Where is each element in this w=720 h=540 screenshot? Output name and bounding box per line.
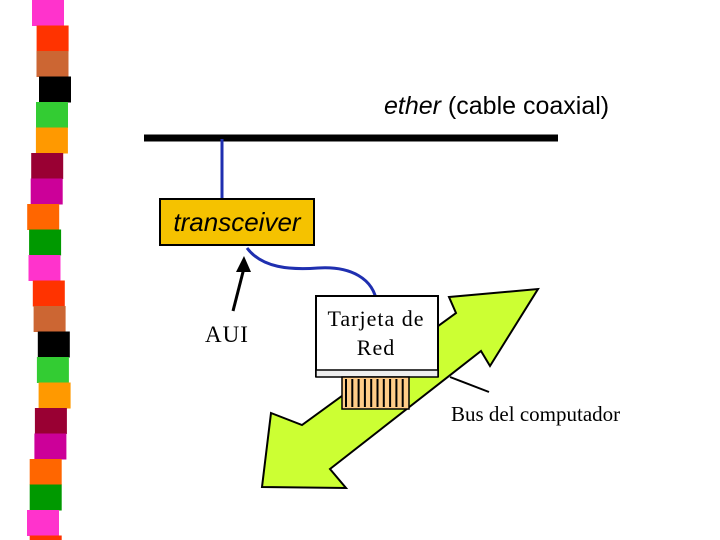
decorative-sidebar — [27, 0, 71, 540]
sidebar-stripe — [32, 280, 65, 307]
bus-label: Bus del computador — [451, 402, 621, 426]
sidebar-stripe — [39, 76, 71, 103]
sidebar-stripe — [32, 0, 64, 26]
sidebar-stripe — [29, 535, 62, 540]
sidebar-stripe — [29, 459, 62, 485]
aui-cable — [245, 247, 379, 305]
sidebar-stripe — [33, 306, 66, 332]
sidebar-stripe — [28, 255, 61, 281]
sidebar-stripe — [31, 153, 64, 179]
card-edge-connector — [341, 376, 410, 410]
sidebar-stripe — [36, 102, 68, 128]
sidebar-stripe — [29, 229, 62, 256]
sidebar-stripe — [34, 408, 67, 434]
ether-label-italic: ether — [384, 92, 441, 120]
network-card-shadow-edge — [315, 369, 439, 378]
sidebar-stripe — [36, 357, 69, 383]
sidebar-stripe — [36, 51, 69, 77]
aui-pointer-arrow — [231, 267, 246, 312]
aui-arrowhead — [236, 256, 251, 272]
network-card-label-line2: Red — [356, 335, 396, 360]
sidebar-stripe — [37, 331, 70, 358]
bus-pointer-line — [449, 376, 490, 393]
sidebar-stripe — [27, 204, 60, 230]
sidebar-stripe — [29, 484, 62, 511]
ether-label-rest: (cable coaxial) — [440, 92, 610, 120]
sidebar-stripe — [27, 510, 59, 536]
transceiver-box — [159, 198, 315, 246]
sidebar-stripe — [36, 25, 69, 52]
transceiver-label: transceiver — [173, 207, 301, 237]
sidebar-stripe — [30, 178, 63, 205]
sidebar-stripe — [38, 382, 71, 409]
sidebar-stripe — [34, 433, 67, 460]
network-card-label-line1: Tarjeta de — [327, 306, 425, 331]
network-card-label: Tarjeta de Red — [316, 304, 436, 362]
ether-label: ether (cable coaxial) — [384, 92, 609, 121]
sidebar-stripe — [35, 127, 68, 154]
aui-label: AUI — [205, 322, 249, 347]
